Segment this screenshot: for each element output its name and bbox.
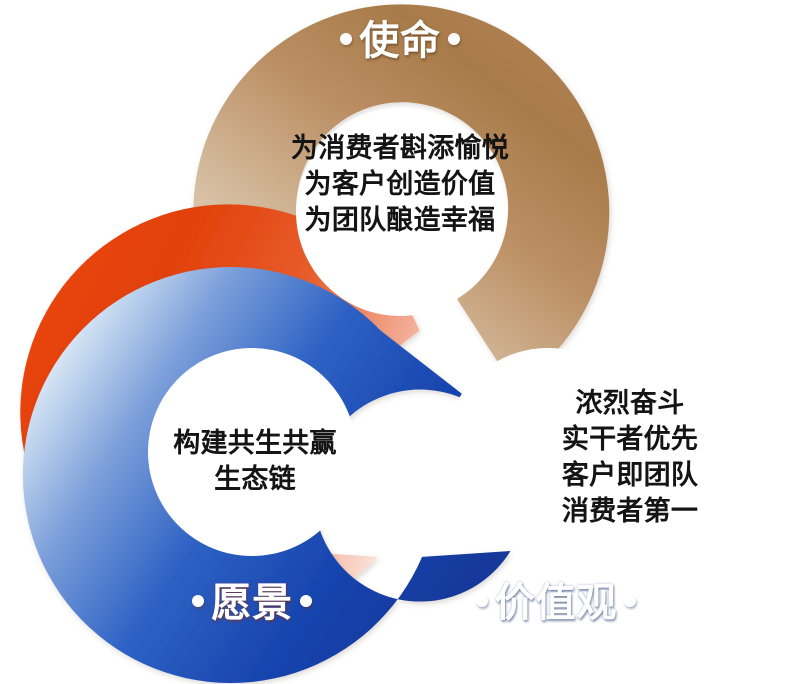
values-core-disc <box>444 348 652 556</box>
mission-line-1: 为消费者斟添愉悦 <box>290 133 510 163</box>
vision-line-1: 构建共生共赢 <box>173 428 337 458</box>
bullet-dot-icon <box>447 33 460 46</box>
ring-body-vision: 构建共生共赢 生态链 <box>110 425 400 497</box>
values-line-3: 客户即团队 <box>561 460 699 490</box>
ring-title-mission-text: 使命 <box>359 19 441 63</box>
vision-line-2: 生态链 <box>214 464 296 494</box>
ring-title-vision: 愿景 <box>112 580 392 626</box>
mission-line-2: 为客户创造价值 <box>304 169 496 199</box>
ring-title-vision-text: 愿景 <box>211 581 293 625</box>
ring-title-mission: 使命 <box>0 18 800 64</box>
bullet-dot-icon <box>299 595 312 608</box>
bullet-dot-icon <box>192 595 204 608</box>
bullet-dot-icon <box>340 33 352 46</box>
values-line-2: 实干者优先 <box>561 424 699 454</box>
mission-line-3: 为团队酿造幸福 <box>304 205 496 235</box>
vision-core-disc <box>148 348 356 556</box>
ring-body-values: 浓烈奋斗 实干者优先 客户即团队 消费者第一 <box>500 385 760 529</box>
ring-body-mission: 为消费者斟添愉悦 为客户创造价值 为团队酿造幸福 <box>250 130 550 238</box>
ring-title-values: 价值观 <box>408 580 704 626</box>
ring-title-values-text: 价值观 <box>494 581 618 625</box>
bullet-dot-icon <box>624 595 637 608</box>
bullet-dot-icon <box>475 595 488 608</box>
values-line-4: 消费者第一 <box>561 496 699 526</box>
values-line-1: 浓烈奋斗 <box>575 388 685 418</box>
mission-core-disc <box>296 108 504 316</box>
